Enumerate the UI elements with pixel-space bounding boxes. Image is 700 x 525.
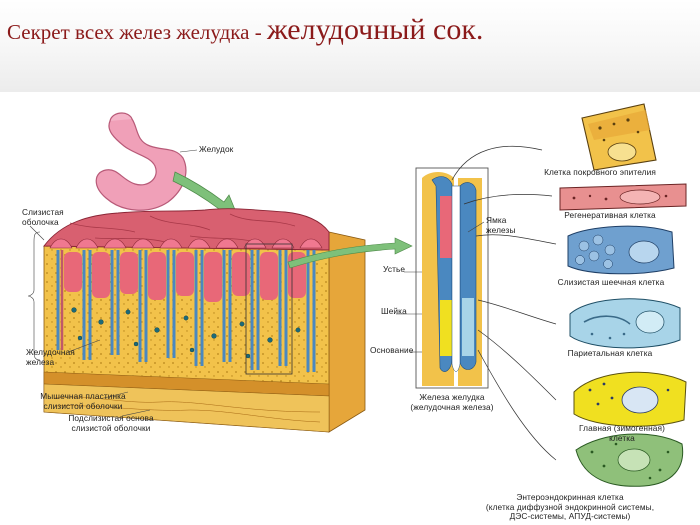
label-gland-base: Основание	[370, 345, 414, 355]
cell-surface-epithelium	[581, 103, 657, 171]
gland-leader-lines	[396, 221, 485, 353]
label-gland-caption: Железа желудка (желудочная железа)	[410, 392, 494, 412]
label-cell-chief: Главная (зимогенная) клетка	[579, 423, 665, 443]
stomach-leader-line	[179, 149, 198, 153]
label-cell-regenerative: Регенеративная клетка	[564, 210, 656, 220]
left-brace	[27, 225, 151, 417]
mucosa-block	[43, 208, 366, 433]
cell-enteroendocrine	[575, 433, 684, 487]
cell-mucous-neck	[567, 225, 675, 275]
title-part-1: Секрет всех желез желудка -	[7, 20, 267, 44]
slide-title: Секрет всех желез желудка - желудочный с…	[7, 10, 483, 47]
green-arrow-2	[287, 237, 413, 269]
label-gland-pit: Ямка железы	[486, 215, 516, 235]
slide-header: Секрет всех желез желудка - желудочный с…	[0, 0, 700, 92]
stomach-illustration	[95, 112, 187, 211]
title-part-2: желудочный сок.	[266, 13, 484, 46]
label-mucosa: Слизистая оболочка	[22, 207, 64, 227]
single-gland-panel	[415, 167, 489, 389]
cell-parietal	[569, 298, 681, 349]
cell-chief-zymogenic	[573, 371, 687, 427]
label-muscularis-mucosae: Мышечная пластинка слизистой оболочки	[40, 391, 126, 411]
label-gastric-gland: Желудочная железа	[26, 347, 75, 367]
label-cell-enteroendocrine: Энтероэндокринная клетка (клетка диффузн…	[485, 492, 655, 521]
label-cell-surface-epithelium: Клетка покровного эпителия	[544, 167, 656, 177]
cell-pointer-lines	[451, 145, 557, 461]
cell-regenerative	[559, 183, 687, 211]
label-cell-mucous-neck: Слизистая шеечная клетка	[557, 277, 665, 287]
label-submucosa: Подслизистая основа слизистой оболочки	[68, 413, 154, 433]
label-cell-parietal: Париетальная клетка	[567, 348, 653, 358]
label-gland-mouth: Устье	[383, 264, 406, 274]
label-gland-neck: Шейка	[381, 306, 407, 316]
label-stomach: Желудок	[199, 144, 234, 154]
gland-crypts	[49, 238, 323, 372]
